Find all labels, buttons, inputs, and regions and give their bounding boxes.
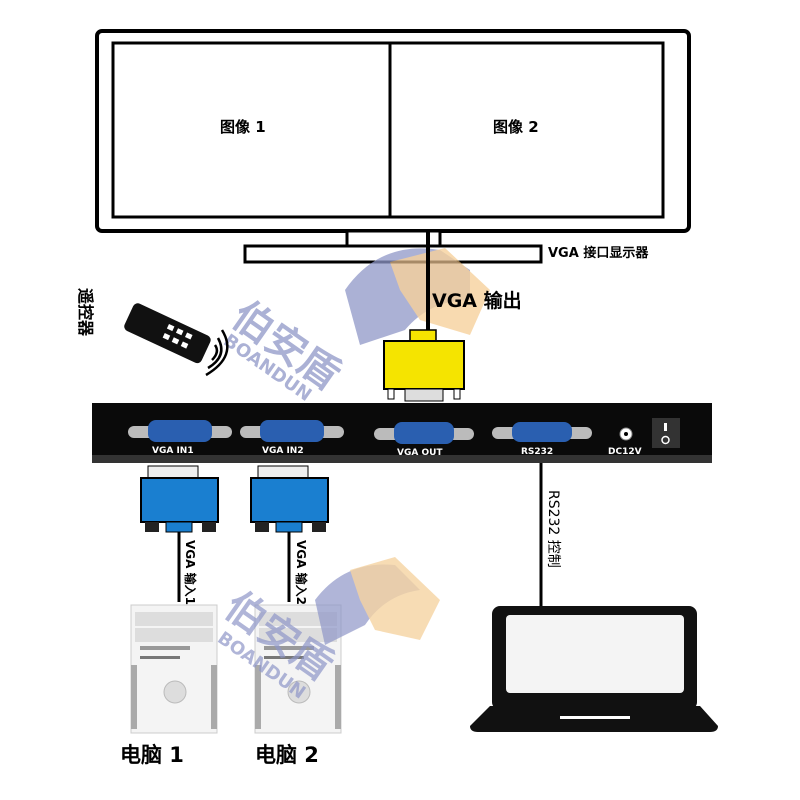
vga-input-connector-1: [140, 465, 219, 533]
monitor: 图像 1 图像 2 VGA 接口显示器: [95, 29, 691, 264]
port-label-dc12v: DC12V: [608, 447, 642, 457]
port-vga-in2[interactable]: [240, 420, 344, 442]
port-label-vga-in2: VGA IN2: [262, 446, 304, 456]
remote-label: 遥控器: [76, 288, 95, 337]
port-vga-in1[interactable]: [128, 420, 232, 442]
computer-2-label: 电脑 2: [255, 743, 319, 767]
screen-right-label: 图像 2: [493, 118, 539, 136]
port-vga-out[interactable]: [374, 422, 474, 444]
cable-label-in1: VGA 输入1: [183, 540, 198, 605]
port-label-rs232: RS232: [521, 447, 553, 457]
vga-output-connector: [383, 329, 465, 402]
power-switch[interactable]: [652, 418, 680, 448]
remote-control-icon: [124, 303, 229, 377]
monitor-label: VGA 接口显示器: [548, 245, 649, 261]
cable-label-rs232: RS232 控制: [545, 490, 561, 568]
port-rs232[interactable]: [492, 422, 592, 442]
laptop-icon: [470, 606, 718, 732]
port-label-vga-out: VGA OUT: [397, 448, 443, 458]
vga-output-label: VGA 输出: [432, 289, 522, 312]
computer-1-icon: [130, 604, 218, 734]
screen-left-label: 图像 1: [220, 118, 266, 136]
computer-1-label: 电脑 1: [120, 743, 184, 767]
port-label-vga-in1: VGA IN1: [152, 446, 194, 456]
vga-input-connector-2: [250, 465, 329, 533]
vga-splitter-device: VGA IN1 VGA IN2 VGA OUT RS232 DC12V: [92, 403, 712, 463]
cable-label-in2: VGA 输入2: [294, 540, 309, 605]
